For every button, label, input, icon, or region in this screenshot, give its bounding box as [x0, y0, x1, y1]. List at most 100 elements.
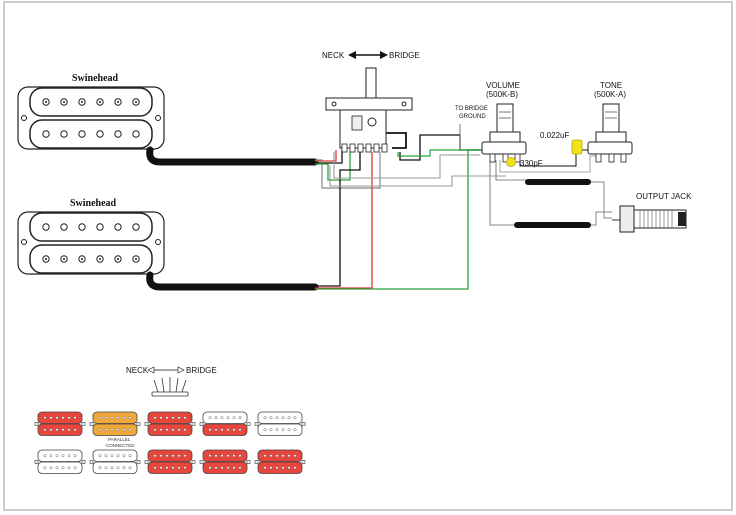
legend-coil-red [37, 423, 83, 436]
switch-positions-icon [151, 377, 189, 397]
legend-coil-white [37, 449, 83, 462]
bridge-coil-top [29, 212, 153, 242]
switch-rivet [367, 117, 377, 127]
neck-pickup: Swinehead [17, 73, 165, 150]
legend-coil-red [257, 449, 303, 462]
legend-coil-orange [92, 423, 138, 436]
legend-coil-red [202, 423, 248, 436]
mount-screw-right [155, 115, 161, 121]
output-jack-label: OUTPUT JACK [636, 192, 692, 201]
neck-bare-lead [315, 152, 381, 189]
bridge-pickup: Swinehead [17, 198, 165, 275]
legend-coil-red [37, 411, 83, 424]
volume-value: (500K-B) [486, 90, 518, 99]
legend-coil-orange [92, 411, 138, 424]
legend-neck-label: NECK [126, 366, 149, 375]
legend-pickup-icon [34, 449, 86, 474]
volume-to-tone-wire [499, 155, 600, 173]
volume-capacitor [506, 157, 516, 167]
bridge-black-lead [315, 152, 361, 287]
tone-cap-lead [519, 149, 596, 167]
ground-bus [333, 152, 480, 179]
parallel-note-line-1: PARALLEL [108, 437, 131, 442]
mount-screw-left [21, 115, 27, 121]
tone-lugs [595, 153, 627, 163]
legend-coil-red [147, 411, 193, 424]
neck-coil-bottom [29, 119, 153, 149]
switch-lever [365, 67, 377, 99]
volume-pot: VOLUME (500K-B) 330pF [481, 81, 543, 168]
legend-coil-red [147, 449, 193, 462]
tone-capacitor [571, 139, 583, 155]
tone-pot: TONE (500K-A) 0.022uF [540, 81, 633, 163]
legend-arrow-right-icon [177, 366, 185, 374]
page-frame [3, 1, 733, 511]
legend-coil-red [147, 461, 193, 474]
legend-pickup-icon [254, 411, 306, 436]
neck-polepieces [42, 98, 140, 138]
bridge-pickup-name: Swinehead [70, 198, 117, 209]
bridge-red-lead [315, 152, 373, 289]
neck-green-lead [315, 152, 351, 181]
position-legend-header: NECK BRIDGE [126, 366, 217, 397]
legend-pickup-icon [34, 411, 86, 436]
bridge-coil-bottom [29, 244, 153, 274]
neck-polepiece-centers [45, 101, 137, 103]
legend-coil-white [92, 449, 138, 462]
legend-coil-white [202, 411, 248, 424]
legend-pickup-icon [89, 449, 141, 474]
bridge-ground-line-1: TO BRIDGE [455, 106, 488, 112]
neck-coil-top [29, 87, 153, 117]
bridge-ground-line-2: GROUND [459, 114, 486, 120]
legend-pickup-icon [199, 411, 251, 436]
volume-cap-label: 330pF [520, 159, 543, 168]
volume-bushing [489, 131, 521, 143]
switch-output-black [386, 132, 407, 149]
legend-pickup-icon [144, 449, 196, 474]
legend-coil-white [37, 461, 83, 474]
legend-pickup-icon [144, 411, 196, 436]
volume-title: VOLUME [486, 81, 520, 90]
legend-coil-red [202, 461, 248, 474]
jack-tip [678, 212, 686, 226]
jack-ground-wire [489, 160, 515, 226]
bridge-pickup-cable [146, 271, 319, 291]
position-legend-grid [34, 411, 306, 474]
bridge-polepieces [42, 223, 140, 263]
legend-coil-white [257, 411, 303, 424]
legend-coil-red [257, 461, 303, 474]
bridge-ground-label: TO BRIDGE GROUND [455, 106, 488, 120]
jack-hot-end [588, 181, 612, 219]
switch-plate [325, 97, 413, 111]
switch-screw-right [401, 101, 407, 107]
tone-body [587, 141, 633, 155]
mount-screw-left [21, 239, 27, 245]
legend-coil-white [92, 461, 138, 474]
output-jack: OUTPUT JACK [619, 192, 692, 233]
five-way-switch [325, 67, 413, 153]
switch-body [339, 109, 387, 149]
arrow-right-icon [380, 51, 388, 59]
tone-bushing [595, 131, 627, 143]
neck-pickup-name: Swinehead [72, 73, 119, 84]
switch-direction-header: NECK BRIDGE [322, 51, 420, 60]
neck-red-lead [315, 150, 337, 162]
legend-coil-white [257, 423, 303, 436]
neck-label: NECK [322, 51, 345, 60]
jack-ground-end [588, 211, 612, 226]
bridge-polepiece-centers [45, 258, 137, 260]
legend-pickup-icon [199, 449, 251, 474]
tone-title: TONE [600, 81, 622, 90]
switch-contact [351, 115, 363, 131]
legend-coil-red [202, 449, 248, 462]
jack-thread [639, 210, 673, 228]
switch-green-ground [397, 149, 482, 157]
switch-screw-left [331, 101, 337, 107]
jack-hot-wire [495, 160, 526, 181]
parallel-note-line-2: CONNECTED [106, 443, 135, 448]
neck-pickup-cable [146, 146, 319, 166]
legend-arrow-left-icon [147, 366, 155, 374]
legend-pickup-icon [89, 411, 141, 436]
volume-body [481, 141, 527, 155]
